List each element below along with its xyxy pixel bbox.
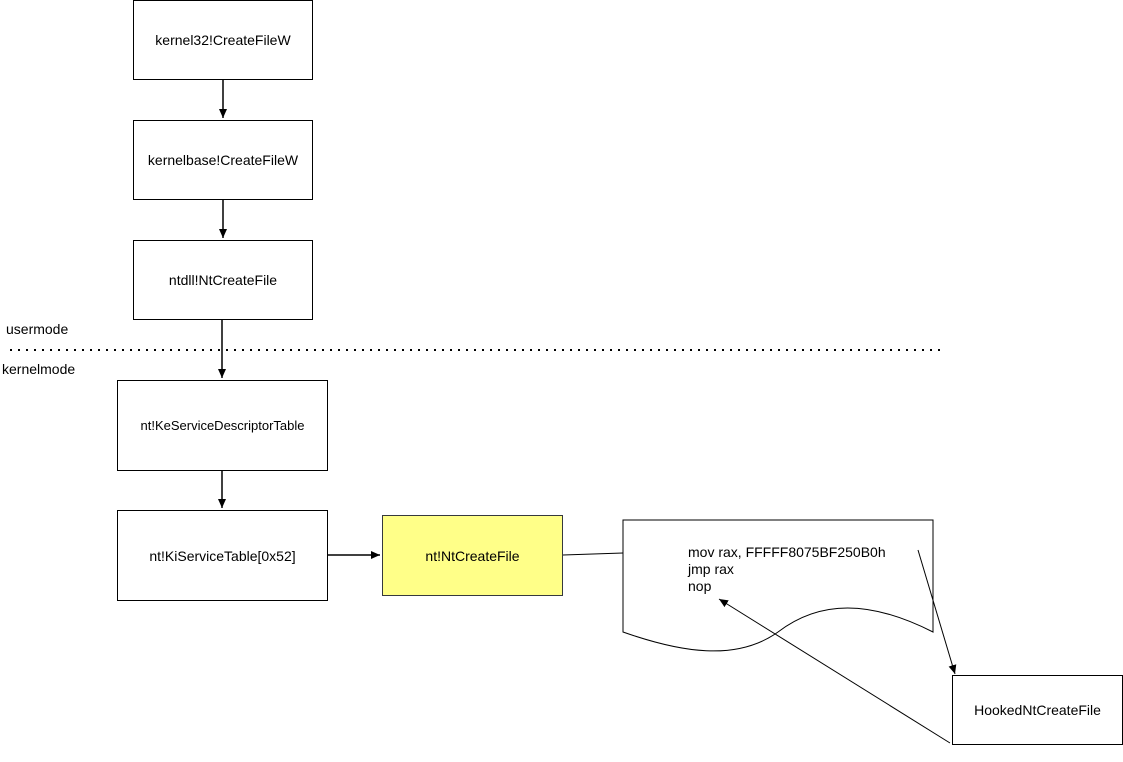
kernelbase-createfilew-label: kernelbase!CreateFileW bbox=[147, 152, 299, 168]
hooked-ntcreatefile-box: HookedNtCreateFile bbox=[952, 675, 1123, 745]
kernel32-createfilew-label: kernel32!CreateFileW bbox=[155, 32, 291, 48]
ntdll-ntcreatefile-label: ntdll!NtCreateFile bbox=[168, 272, 278, 288]
code-snippet: mov rax, FFFFF8075BF250B0h jmp rax nop bbox=[688, 544, 886, 595]
ke-service-descriptor-table-box: nt!KeServiceDescriptorTable bbox=[117, 380, 328, 471]
ntdll-ntcreatefile-box: ntdll!NtCreateFile bbox=[133, 240, 313, 320]
nt-ntcreatefile-label: nt!NtCreateFile bbox=[425, 547, 520, 564]
ki-service-table-label: nt!KiServiceTable[0x52] bbox=[149, 547, 296, 564]
ke-service-descriptor-table-label: nt!KeServiceDescriptorTable bbox=[140, 418, 305, 433]
hooked-ntcreatefile-label: HookedNtCreateFile bbox=[974, 702, 1101, 718]
kernelbase-createfilew-box: kernelbase!CreateFileW bbox=[133, 120, 313, 200]
code-line-mov: mov rax, FFFFF8075BF250B0h bbox=[688, 544, 886, 560]
code-line-nop: nop bbox=[688, 578, 712, 594]
nt-ntcreatefile-box: nt!NtCreateFile bbox=[382, 515, 563, 596]
kernel32-createfilew-box: kernel32!CreateFileW bbox=[133, 0, 313, 80]
usermode-label: usermode bbox=[6, 321, 69, 337]
arrow-code-to-hooked bbox=[917, 549, 957, 675]
link-ntcreatefile-to-code bbox=[562, 552, 624, 556]
arrow-hooked-to-nop bbox=[718, 598, 951, 744]
ki-service-table-box: nt!KiServiceTable[0x52] bbox=[117, 510, 328, 601]
kernelmode-label: kernelmode bbox=[2, 361, 76, 377]
code-document-shape bbox=[622, 519, 934, 652]
code-line-jmp: jmp rax bbox=[688, 561, 734, 577]
